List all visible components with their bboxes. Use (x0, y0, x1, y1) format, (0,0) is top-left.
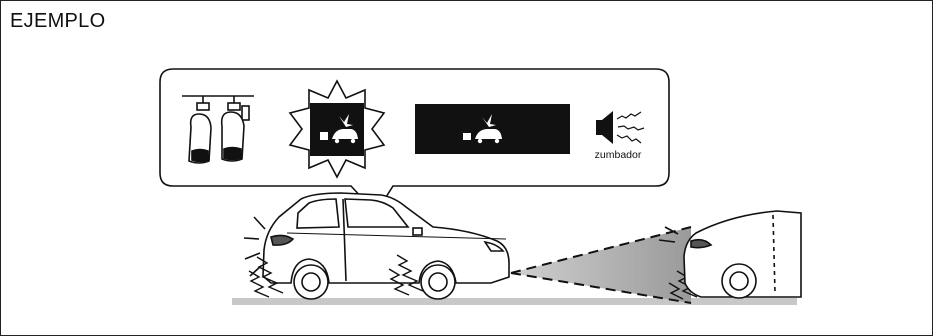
sensor-beam (511, 227, 691, 303)
collision-warning-display-icon (415, 104, 570, 154)
road-surface (232, 298, 797, 305)
buzzer-label: zumbador (595, 149, 642, 161)
own-vehicle (263, 193, 509, 299)
hazard-flash-marks (244, 217, 265, 276)
